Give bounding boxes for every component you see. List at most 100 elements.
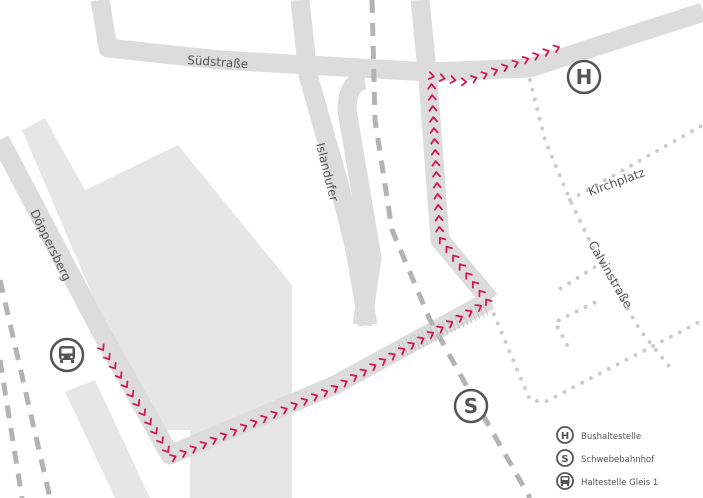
route-chevron bbox=[199, 441, 207, 450]
route-chevron bbox=[474, 304, 483, 312]
route-chevron bbox=[209, 436, 218, 445]
route-chevron bbox=[460, 77, 468, 87]
road-suedstrasse bbox=[90, 0, 703, 82]
route-chevron bbox=[470, 75, 478, 84]
route-chevron bbox=[132, 399, 141, 407]
route-chevron bbox=[480, 71, 488, 80]
building-small bbox=[65, 380, 150, 498]
route-chevron bbox=[426, 331, 435, 339]
route-chevron bbox=[501, 63, 509, 73]
road-bridge-north bbox=[410, 0, 438, 81]
route-chevron bbox=[532, 52, 540, 61]
route-chevron bbox=[428, 105, 438, 112]
legend-bus-icon bbox=[560, 476, 570, 486]
route-chevron bbox=[465, 309, 473, 318]
route-chevron bbox=[349, 374, 358, 383]
route-chevron bbox=[435, 226, 445, 233]
street-label-kirchplatz: Kirchplatz bbox=[586, 165, 647, 198]
road-islandufer-branch bbox=[337, 70, 382, 327]
route-chevron bbox=[102, 352, 111, 361]
bus-stop-symbol: H bbox=[576, 65, 593, 89]
route-chevron bbox=[108, 362, 117, 370]
legend-item-haltestelle-gleis-1: Haltestelle Gleis 1 bbox=[556, 472, 658, 490]
route-chevron bbox=[432, 182, 442, 189]
route-chevron bbox=[445, 320, 454, 329]
route-chevron bbox=[340, 379, 348, 388]
route-chevron bbox=[521, 55, 530, 65]
route-chevron bbox=[280, 406, 288, 415]
road-islandufer bbox=[290, 0, 378, 327]
route-chevron bbox=[126, 389, 135, 398]
route-chevron bbox=[429, 116, 438, 123]
building-main bbox=[22, 118, 292, 498]
route-chevron bbox=[407, 341, 415, 350]
route-chevron bbox=[433, 193, 443, 200]
walking-route bbox=[96, 44, 560, 463]
route-chevron bbox=[427, 71, 435, 81]
route-chevron bbox=[471, 281, 480, 289]
route-chevron bbox=[162, 445, 170, 453]
bus-stop-marker[interactable]: H bbox=[566, 59, 602, 95]
legend-label-bushaltestelle: Bushaltestelle bbox=[581, 432, 641, 442]
route-chevron bbox=[445, 245, 453, 254]
route-chevron bbox=[369, 363, 377, 372]
route-chevron bbox=[240, 423, 248, 432]
route-chevron bbox=[397, 347, 406, 356]
route-chevron bbox=[417, 336, 425, 345]
route-chevron bbox=[229, 428, 238, 437]
route-chevron bbox=[156, 436, 164, 444]
street-label-calvinstrasse: Calvinstraße bbox=[585, 239, 635, 311]
route-chevron bbox=[169, 454, 177, 463]
route-chevron bbox=[432, 171, 441, 178]
bus-icon[interactable] bbox=[49, 337, 85, 373]
route-chevron bbox=[260, 414, 268, 424]
route-chevron bbox=[438, 237, 447, 245]
route-chevron bbox=[429, 127, 439, 134]
legend-label-schwebebahnhof: Schwebebahnhof bbox=[581, 455, 655, 465]
route-chevron bbox=[114, 371, 123, 379]
route-chevron bbox=[430, 138, 440, 145]
route-chevron bbox=[438, 73, 446, 83]
railways bbox=[0, 0, 533, 498]
svg-text:H: H bbox=[561, 431, 569, 442]
route-chevron bbox=[290, 401, 298, 411]
legend-label-haltestelle-gleis-1: Haltestelle Gleis 1 bbox=[581, 478, 658, 488]
route-chevron bbox=[455, 314, 463, 323]
route-chevron bbox=[542, 48, 550, 57]
route-chevron bbox=[359, 368, 367, 377]
legend-item-schwebebahnhof: S Schwebebahnhof bbox=[556, 449, 655, 467]
rail-west-1 bbox=[0, 279, 53, 498]
route-chevron bbox=[150, 427, 158, 435]
route-chevron bbox=[427, 94, 437, 101]
route-chevron bbox=[452, 254, 460, 263]
route-chevron bbox=[511, 59, 519, 69]
route-chevron bbox=[458, 263, 467, 271]
route-chevron bbox=[378, 357, 387, 366]
route-chevron bbox=[434, 215, 444, 222]
legend: H Bushaltestelle S Schwebebahnhof Haltes… bbox=[556, 426, 658, 490]
route-chevron bbox=[434, 204, 443, 211]
route-chevron bbox=[449, 75, 457, 84]
route-chevron bbox=[330, 384, 339, 393]
route-chevron bbox=[120, 380, 129, 389]
route-chevron bbox=[219, 432, 228, 441]
route-chevron bbox=[320, 388, 329, 398]
route-chevron bbox=[138, 408, 147, 416]
route-chevron bbox=[430, 149, 440, 156]
legend-item-bushaltestelle: H Bushaltestelle bbox=[556, 426, 641, 444]
route-chevron bbox=[270, 410, 278, 419]
route-chevron bbox=[96, 343, 105, 351]
route-chevron bbox=[552, 44, 560, 53]
route-chevron bbox=[485, 298, 493, 307]
route-chevron bbox=[144, 417, 152, 426]
route-chevron bbox=[427, 83, 437, 90]
route-chevron bbox=[431, 160, 441, 167]
route-chevron bbox=[478, 289, 486, 298]
footpaths bbox=[488, 78, 703, 405]
rail-schwebebahn bbox=[369, 0, 533, 498]
route-chevron bbox=[465, 272, 473, 280]
route-chevron bbox=[436, 325, 444, 334]
route-chevron bbox=[189, 445, 197, 454]
suspension-railway-marker[interactable]: S bbox=[453, 388, 489, 424]
